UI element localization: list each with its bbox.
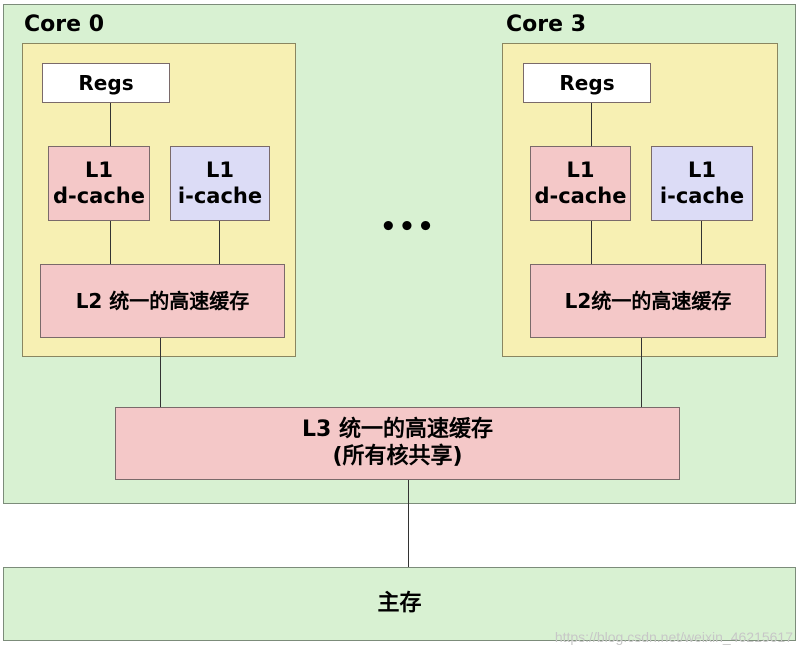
l3-label-line1: L3 统一的高速缓存 — [302, 417, 493, 443]
connector-line — [110, 103, 111, 147]
core-0-l1d-line1: L1 — [85, 158, 113, 183]
connector-line — [160, 338, 161, 408]
core-3-l1-icache: L1 i-cache — [651, 146, 753, 221]
connector-line — [701, 221, 702, 264]
core-3-l1i-line1: L1 — [688, 158, 716, 183]
l3-label-line2: (所有核共享) — [332, 443, 463, 469]
core-0-regs-label: Regs — [78, 71, 134, 95]
watermark: https://blog.csdn.net/weixin_46215617 — [554, 629, 793, 645]
l3-cache: L3 统一的高速缓存 (所有核共享) — [115, 407, 680, 480]
core-0-l2-label: L2 统一的高速缓存 — [75, 289, 250, 313]
core-0-l1i-line1: L1 — [206, 158, 234, 183]
core-0-l1-dcache: L1 d-cache — [48, 146, 150, 221]
core-3-l1-dcache: L1 d-cache — [530, 146, 631, 221]
core-0-l2-cache: L2 统一的高速缓存 — [40, 264, 285, 338]
connector-line — [641, 338, 642, 408]
core-3-regs: Regs — [523, 63, 651, 103]
connector-line — [591, 221, 592, 264]
core-0-l1-icache: L1 i-cache — [170, 146, 270, 221]
core-3-l1d-line2: d-cache — [534, 183, 627, 208]
core-0-regs: Regs — [42, 63, 170, 103]
core-3-label: Core 3 — [506, 12, 586, 37]
core-0-l1d-line2: d-cache — [52, 183, 145, 208]
main-memory-label: 主存 — [377, 590, 422, 616]
core-0-label: Core 0 — [24, 12, 104, 37]
ellipsis: ••• — [380, 212, 436, 242]
core-3-l2-label: L2统一的高速缓存 — [564, 289, 732, 313]
connector-line — [408, 480, 409, 567]
connector-line — [219, 221, 220, 264]
core-0-l1i-line2: i-cache — [177, 183, 263, 208]
connector-line — [591, 103, 592, 147]
main-memory: 主存 — [3, 567, 796, 641]
core-3-l1i-line2: i-cache — [659, 183, 745, 208]
connector-line — [110, 221, 111, 264]
core-3-regs-label: Regs — [559, 71, 615, 95]
core-3-l2-cache: L2统一的高速缓存 — [530, 264, 766, 338]
core-3-l1d-line1: L1 — [566, 158, 595, 183]
